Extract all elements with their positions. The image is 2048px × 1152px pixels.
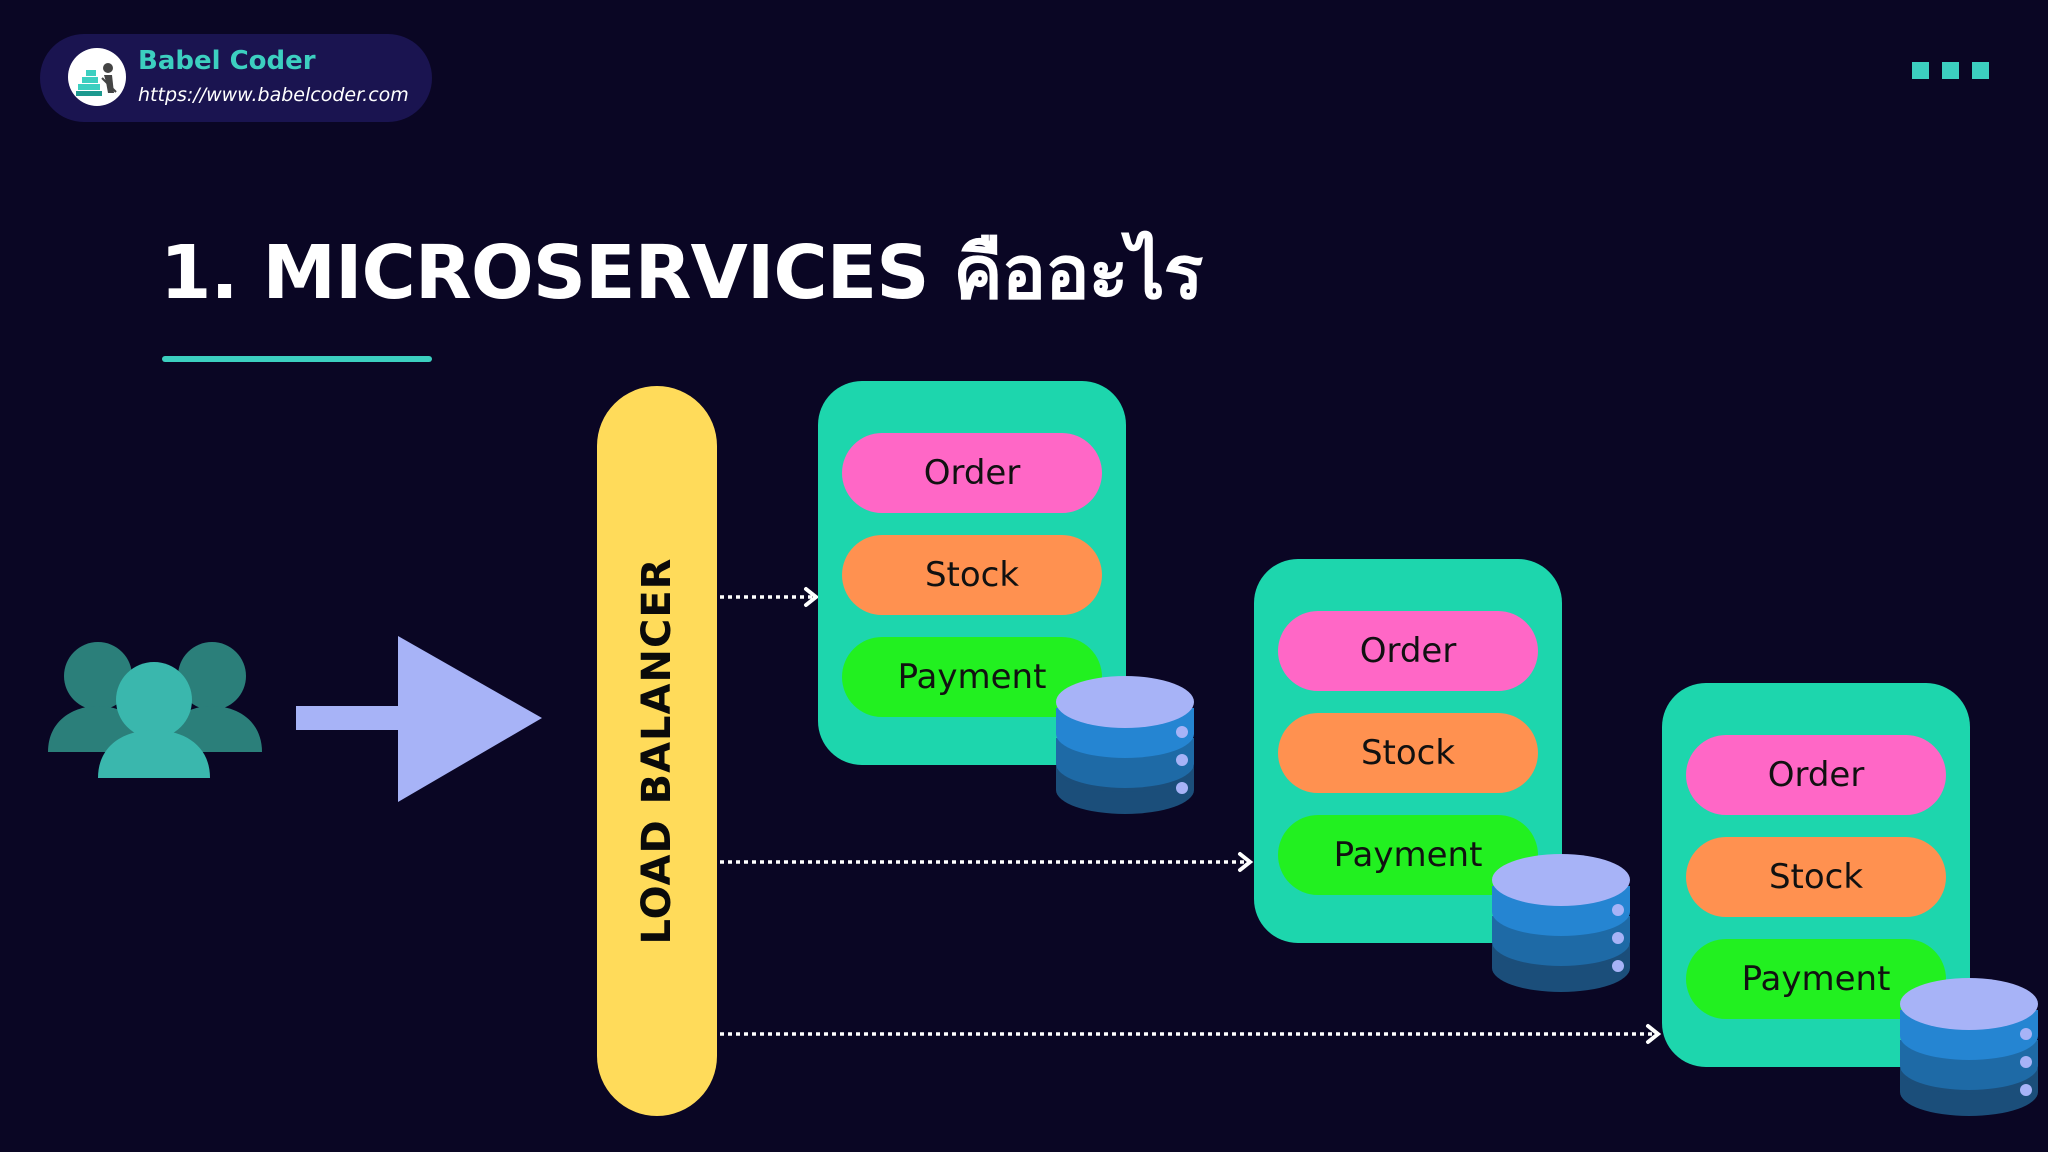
brand-badge: Babel Coder https://www.babelcoder.com xyxy=(40,34,432,122)
stock-service: Stock xyxy=(1278,713,1538,793)
payment-service: Payment xyxy=(1686,939,1946,1019)
arrowhead-2 xyxy=(1238,852,1254,872)
load-balancer: LOAD BALANCER xyxy=(597,386,717,1116)
arrowhead-1 xyxy=(804,587,820,607)
database-icon xyxy=(1900,978,2038,1116)
brand-logo-icon xyxy=(68,48,126,106)
arrowhead-3 xyxy=(1646,1024,1662,1044)
title-underline xyxy=(162,356,432,362)
database-icon xyxy=(1056,676,1194,814)
brand-url[interactable]: https://www.babelcoder.com xyxy=(138,84,409,106)
dot xyxy=(1942,62,1959,79)
order-service: Order xyxy=(842,433,1102,513)
slide-title: 1. MICROSERVICES คืออะไร xyxy=(160,230,1203,316)
request-arrow-icon xyxy=(296,636,542,802)
service-box-3: Order Stock Payment xyxy=(1662,683,1970,1067)
database-icon xyxy=(1492,854,1630,992)
dot xyxy=(1972,62,1989,79)
dot xyxy=(1912,62,1929,79)
stock-service: Stock xyxy=(842,535,1102,615)
order-service: Order xyxy=(1686,735,1946,815)
dots-menu-icon xyxy=(1912,62,1989,79)
order-service: Order xyxy=(1278,611,1538,691)
brand-name: Babel Coder xyxy=(138,46,316,76)
users-group-icon xyxy=(48,642,262,778)
stock-service: Stock xyxy=(1686,837,1946,917)
